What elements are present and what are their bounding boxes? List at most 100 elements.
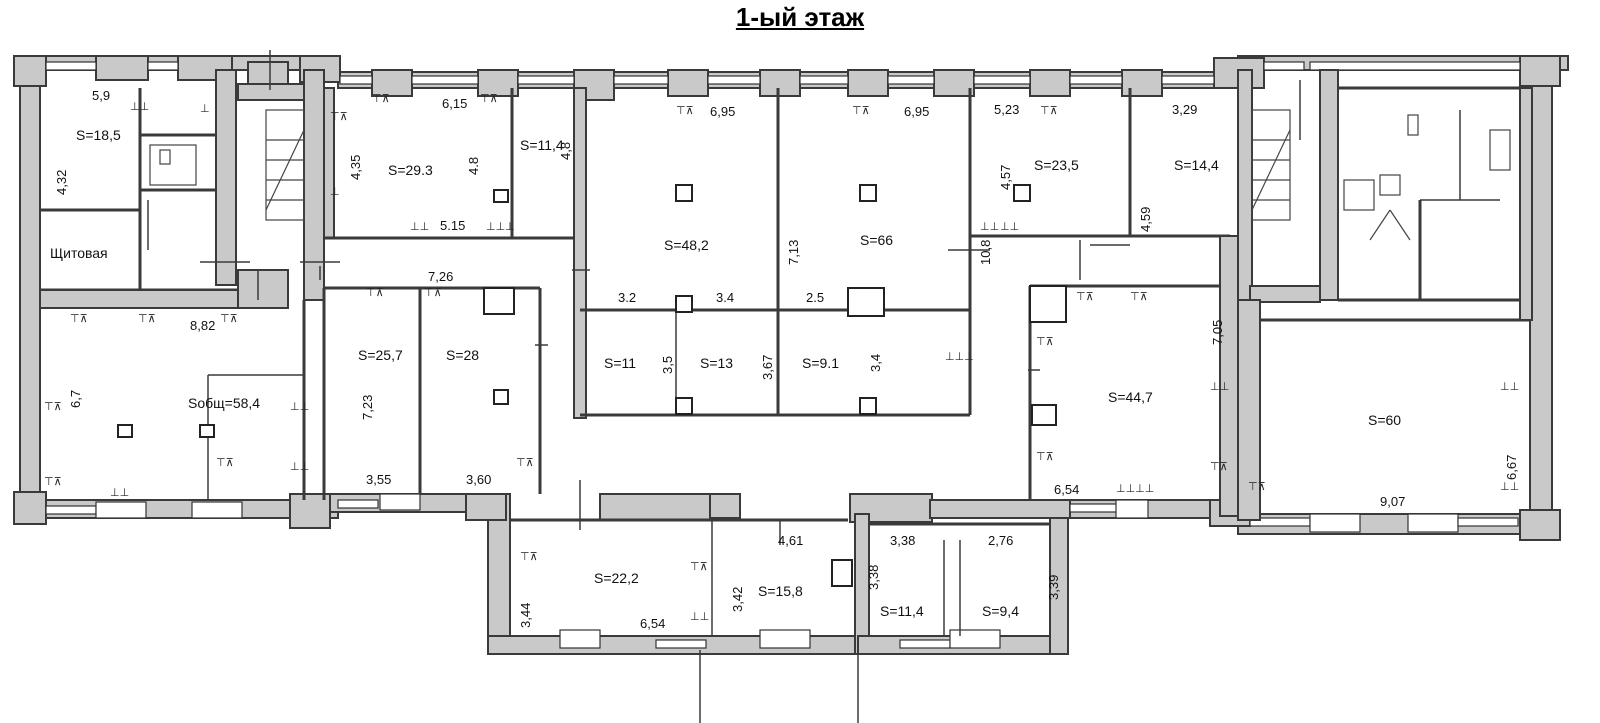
svg-text:⊤⊼: ⊤⊼ — [372, 92, 390, 105]
dimension-labels: 5,9 4,32 6,15 4,35 4.8 4,8 5.15 6,95 6,9… — [54, 88, 1519, 631]
room-label: S=15,8 — [758, 583, 803, 599]
dimension: 4,35 — [348, 155, 363, 180]
dimension: 6,95 — [710, 104, 735, 119]
room-label: S=14,4 — [1174, 157, 1219, 173]
svg-text:⊤⊼: ⊤⊼ — [44, 400, 62, 413]
dimension: 4,61 — [778, 533, 803, 548]
dimension: 2,76 — [988, 533, 1013, 548]
floor-title: 1-ый этаж — [735, 2, 865, 32]
room-label: S=29.3 — [388, 162, 433, 178]
room-label: S=28 — [446, 347, 479, 363]
svg-text:⊥⊥: ⊥⊥ — [1210, 380, 1229, 393]
dimension: 6,7 — [68, 390, 83, 408]
svg-text:⊥⊥: ⊥⊥ — [410, 220, 429, 233]
svg-text:⊥⊥: ⊥⊥ — [130, 100, 149, 113]
dimension: 7,05 — [1210, 320, 1225, 345]
room-label: S=11,4 — [880, 603, 924, 619]
svg-text:⊤⊼: ⊤⊼ — [520, 550, 538, 563]
svg-text:⊤⊼: ⊤⊼ — [1248, 480, 1266, 493]
dimension: 6,95 — [904, 104, 929, 119]
svg-text:⊤⊼: ⊤⊼ — [480, 92, 498, 105]
dimension: 3,5 — [660, 356, 675, 374]
dimension: 2.5 — [806, 290, 824, 305]
room-label: S=48,2 — [664, 237, 709, 253]
room-label: S=44,7 — [1108, 389, 1153, 405]
dimension: 3,55 — [366, 472, 391, 487]
dimension: 3.4 — [716, 290, 734, 305]
svg-text:⊥⊥⊥: ⊥⊥⊥ — [486, 220, 515, 233]
room-label: S=18,5 — [76, 127, 121, 143]
svg-text:⊤⊼: ⊤⊼ — [220, 312, 238, 325]
svg-text:⊥⊥: ⊥⊥ — [1000, 220, 1019, 233]
dimension: 4,59 — [1138, 207, 1153, 232]
room-label: S=22,2 — [594, 570, 639, 586]
partitions — [39, 69, 1533, 636]
dimension: 6,54 — [640, 616, 665, 631]
room-label: S=9,4 — [982, 603, 1019, 619]
dimension: 4,32 — [54, 170, 69, 195]
dimension: 5.15 — [440, 218, 465, 233]
svg-text:⊤⊼: ⊤⊼ — [852, 104, 870, 117]
svg-text:⊥: ⊥ — [330, 185, 340, 198]
room-label: S=11 — [604, 355, 636, 371]
svg-text:⊤⊼: ⊤⊼ — [330, 110, 348, 123]
window-icon — [45, 61, 1521, 649]
room-label: S=25,7 — [358, 347, 403, 363]
dimension: 6,15 — [442, 96, 467, 111]
dimension: 7,23 — [360, 395, 375, 420]
dimension: 3,39 — [1046, 575, 1061, 600]
svg-text:⊤⊼: ⊤⊼ — [1076, 290, 1094, 303]
svg-text:⊤⊼: ⊤⊼ — [366, 286, 384, 299]
svg-text:⊥⊥⊥⊥: ⊥⊥⊥⊥ — [1116, 482, 1154, 495]
room-label: S=23,5 — [1034, 157, 1079, 173]
dimension: 8,82 — [190, 318, 215, 333]
dimension: 10,8 — [978, 240, 993, 265]
radiator-icon: ⊥⊥ ⊥ ⊤⊼ ⊤⊼ ⊤⊼ ⊤⊼ ⊤⊼ ⊤⊼ ⊤⊼ ⊤⊼ ⊤⊼ ⊤⊼ ⊤⊼ ⊤⊼… — [44, 92, 1519, 623]
svg-text:⊥⊥: ⊥⊥ — [690, 610, 709, 623]
svg-text:⊤⊼: ⊤⊼ — [70, 312, 88, 325]
dimension: 6,67 — [1504, 455, 1519, 480]
dimension: 3,4 — [868, 354, 883, 372]
room-label: S=13 — [700, 355, 733, 371]
dimension: 4,8 — [558, 142, 573, 160]
dimension: 3,38 — [866, 565, 881, 590]
room-label: S=9.1 — [802, 355, 839, 371]
svg-text:⊤⊼: ⊤⊼ — [1040, 104, 1058, 117]
svg-text:⊥⊥⊥: ⊥⊥⊥ — [945, 350, 974, 363]
svg-text:⊤⊼: ⊤⊼ — [676, 104, 694, 117]
svg-text:⊥⊥: ⊥⊥ — [1500, 480, 1519, 493]
dimension: 9,07 — [1380, 494, 1405, 509]
door-icon — [147, 50, 1301, 723]
dimension: 3,42 — [730, 587, 745, 612]
svg-text:⊤⊼: ⊤⊼ — [44, 475, 62, 488]
svg-text:⊤⊼: ⊤⊼ — [1036, 335, 1054, 348]
dimension: 3,60 — [466, 472, 491, 487]
dimension: 3,38 — [890, 533, 915, 548]
dimension: 7,13 — [786, 240, 801, 265]
svg-text:⊤⊼: ⊤⊼ — [516, 456, 534, 469]
room-label: S=66 — [860, 232, 893, 248]
svg-text:⊤⊼: ⊤⊼ — [690, 560, 708, 573]
dimension: 3.2 — [618, 290, 636, 305]
svg-text:⊥⊥: ⊥⊥ — [1500, 380, 1519, 393]
svg-text:⊤⊼: ⊤⊼ — [216, 456, 234, 469]
svg-text:⊥⊥: ⊥⊥ — [290, 400, 309, 413]
toilet-icon — [149, 114, 1511, 241]
svg-text:⊤⊼: ⊤⊼ — [424, 286, 442, 299]
svg-text:⊤⊼: ⊤⊼ — [1210, 460, 1228, 473]
dimension: 4,57 — [998, 165, 1013, 190]
dimension: 4.8 — [466, 157, 481, 175]
svg-text:⊤⊼: ⊤⊼ — [1036, 450, 1054, 463]
room-label: Щитовая — [50, 245, 108, 261]
dimension: 5,9 — [92, 88, 110, 103]
svg-text:⊥: ⊥ — [200, 102, 210, 115]
dimension: 3,29 — [1172, 102, 1197, 117]
dimension: 7,26 — [428, 269, 453, 284]
svg-text:⊥⊥: ⊥⊥ — [980, 220, 999, 233]
room-label: Sобщ=58,4 — [188, 395, 260, 411]
dimension: 5,23 — [994, 102, 1019, 117]
column-icon — [117, 184, 1067, 587]
svg-text:⊤⊼: ⊤⊼ — [138, 312, 156, 325]
staircase-icon — [265, 109, 1291, 221]
